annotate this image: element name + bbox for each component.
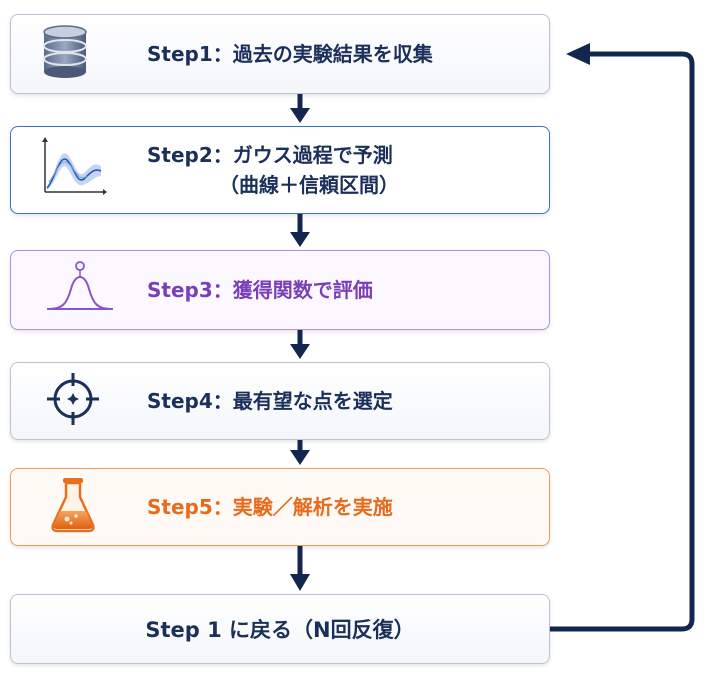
step2-label: Step2：ガウス過程で予測 （曲線＋信頼区間） xyxy=(147,140,539,200)
arrow-down-1 xyxy=(290,94,310,123)
arrow-down-3 xyxy=(290,330,310,359)
step1-label: Step1：過去の実験結果を収集 xyxy=(147,42,433,66)
database-icon xyxy=(41,24,89,84)
crosshair-icon xyxy=(45,371,101,431)
loop-back-arrow xyxy=(550,43,695,632)
flask-icon xyxy=(49,475,97,539)
return-box: Step 1 に戻る（N回反復） xyxy=(10,594,550,664)
gaussian-plot-icon xyxy=(37,136,107,204)
step4-box: Step4：最有望な点を選定 xyxy=(10,362,550,440)
return-label: Step 1 に戻る（N回反復） xyxy=(145,618,415,642)
step2-title: Step2：ガウス過程で予測 xyxy=(147,143,393,167)
step2-sublabel: （曲線＋信頼区間） xyxy=(219,173,399,197)
arrow-down-2 xyxy=(290,214,310,247)
step3-box: Step3：獲得関数で評価 xyxy=(10,250,550,330)
step5-box: Step5：実験／解析を実施 xyxy=(10,468,550,546)
step4-label: Step4：最有望な点を選定 xyxy=(147,389,393,413)
step5-label: Step5：実験／解析を実施 xyxy=(147,495,393,519)
step3-label: Step3：獲得関数で評価 xyxy=(147,278,373,302)
step2-box: Step2：ガウス過程で予測 （曲線＋信頼区間） xyxy=(10,126,550,214)
bell-curve-icon xyxy=(45,259,115,321)
step1-box: Step1：過去の実験結果を収集 xyxy=(10,14,550,94)
arrow-down-4 xyxy=(290,440,310,465)
arrow-down-5 xyxy=(290,546,310,591)
